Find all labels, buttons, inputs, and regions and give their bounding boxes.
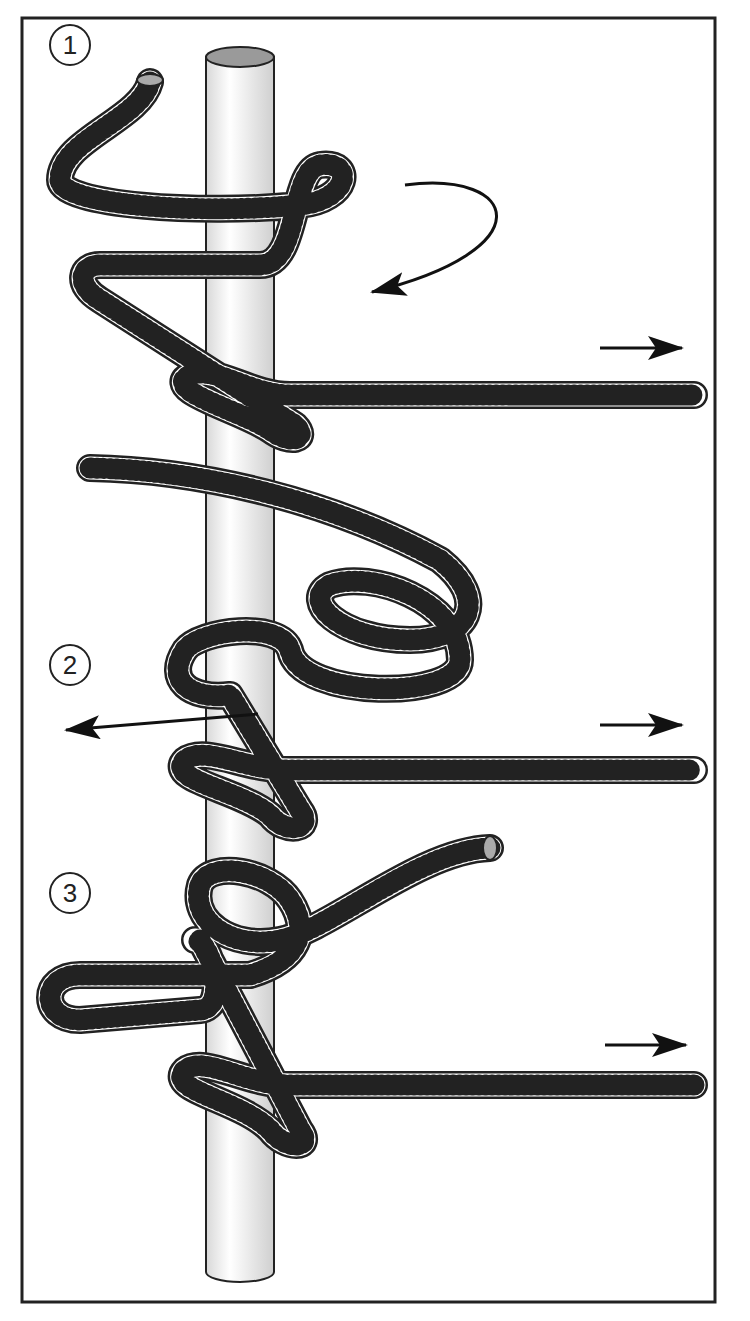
pull-arrow: [600, 347, 682, 350]
pull-arrow: [600, 724, 682, 727]
callout-number: 3: [49, 872, 91, 914]
callout-number: 2: [49, 644, 91, 686]
turn-arrow: [372, 183, 497, 292]
frame: [22, 18, 715, 1302]
pull-arrow: [605, 1044, 686, 1047]
callout-number: 1: [49, 24, 91, 66]
rope-step-1: [60, 74, 694, 439]
pull-arrow: [66, 714, 258, 730]
rope-step-2: [90, 468, 694, 828]
rope-step-3: [50, 836, 694, 1145]
